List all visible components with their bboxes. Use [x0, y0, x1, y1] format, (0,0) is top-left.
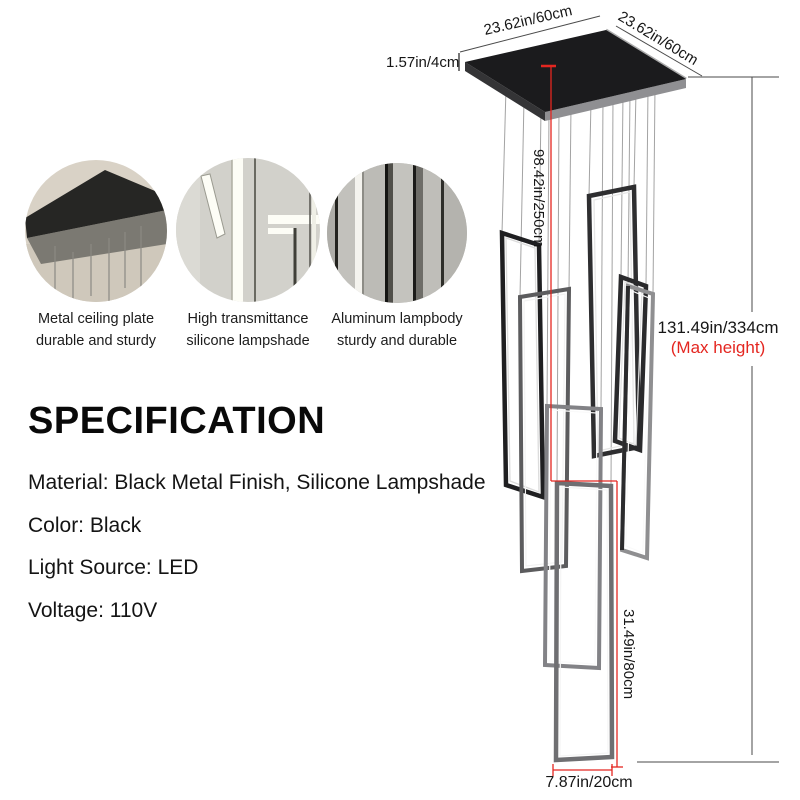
lampbody-photo — [327, 163, 467, 303]
frame-left-tall — [499, 229, 546, 501]
lampshade-photo — [176, 158, 320, 302]
bottom-frame-height-label: 31.49in/80cm — [620, 609, 637, 700]
plate-thickness-label: 1.57in/4cm — [386, 54, 460, 71]
spec-light-source: Light Source: LED — [28, 556, 199, 579]
bottom-frame-width-label: 7.87in/20cm — [545, 774, 633, 791]
red-dimension-lines — [541, 64, 623, 776]
specification-title: SPECIFICATION — [28, 400, 326, 442]
caption-line: High transmittance — [187, 311, 309, 327]
spec-color: Color: Black — [28, 514, 142, 537]
caption-line: Aluminum lampbody — [331, 311, 463, 327]
spec-material: Material: Black Metal Finish, Silicone L… — [28, 471, 486, 494]
caption-line: sturdy and durable — [336, 333, 458, 349]
caption-line: Metal ceiling plate — [37, 311, 155, 327]
plate-width-dimension-lines — [458, 15, 703, 77]
frame-middle — [542, 403, 604, 671]
frame-right-light — [619, 283, 656, 561]
max-height-label: 131.49in/334cm — [657, 318, 779, 337]
wire-drop-label: 98.42in/250cm — [530, 149, 547, 248]
suspension-wires — [501, 85, 656, 487]
frame-bottom — [553, 480, 615, 763]
feature-caption-lampbody: Aluminum lampbody sturdy and durable — [318, 308, 476, 352]
caption-line: durable and sturdy — [35, 333, 157, 349]
caption-line: silicone lampshade — [186, 333, 310, 349]
max-height-dimension-lines — [637, 76, 779, 763]
feature-photo-ceiling-plate — [25, 160, 167, 302]
feature-photo-lampbody — [327, 163, 467, 303]
feature-photo-lampshade — [176, 158, 320, 302]
feature-caption-lampshade: High transmittance silicone lampshade — [168, 308, 328, 352]
feature-caption-ceiling-plate: Metal ceiling plate durable and sturdy — [14, 308, 178, 352]
light-frames — [499, 184, 656, 763]
spec-voltage: Voltage: 110V — [28, 599, 158, 622]
ceiling-plate-photo — [25, 160, 167, 302]
ceiling-plate — [465, 28, 687, 121]
max-height-note-label: (Max height) — [670, 338, 766, 357]
